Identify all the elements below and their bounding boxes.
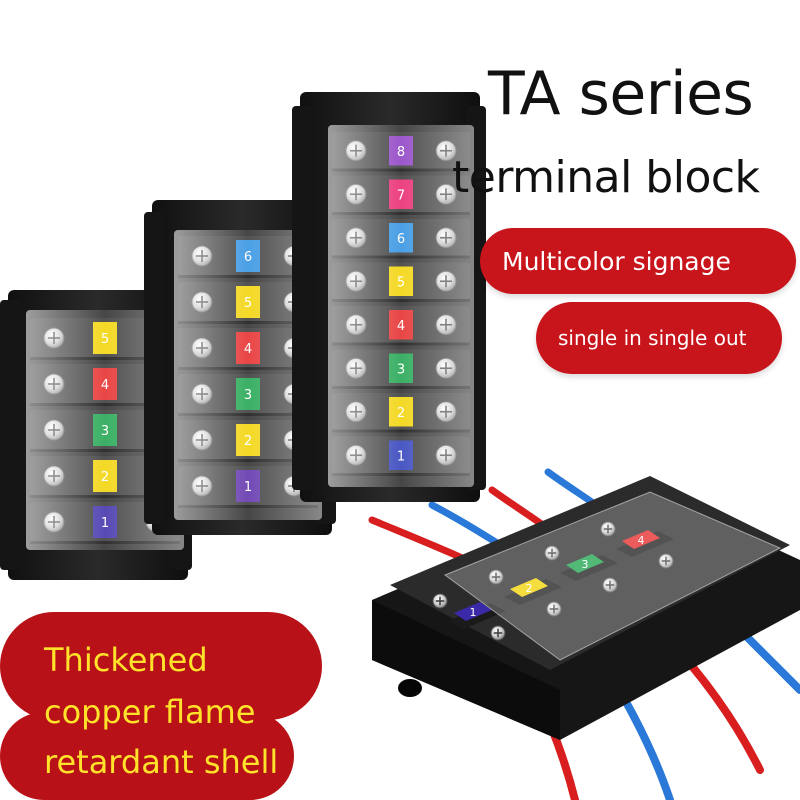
position-number: 3	[582, 558, 589, 571]
terminal-cell: 3	[544, 545, 618, 593]
color-tag	[454, 602, 492, 621]
screw-icon	[602, 577, 618, 593]
position-number: 1	[470, 606, 477, 619]
screw-icon	[658, 553, 674, 569]
screw-icon	[432, 593, 448, 609]
clear-cover-6	[174, 230, 322, 520]
headline-line-2: terminal block	[452, 152, 760, 203]
screw-icon	[490, 625, 506, 641]
color-tag	[622, 530, 660, 549]
terminal-cell: 4	[600, 521, 674, 569]
feature-line-1: Thickened	[44, 641, 208, 679]
color-tag	[566, 554, 604, 573]
signage-badge: Multicolor signage	[480, 228, 796, 294]
clear-cover-8	[328, 125, 474, 487]
feature-line-2: copper flame	[44, 693, 256, 731]
feature-banner-top	[0, 612, 322, 720]
headline-line-1: TA series	[488, 59, 754, 129]
screw-icon	[600, 521, 616, 537]
color-tag	[510, 578, 548, 597]
position-number: 4	[638, 534, 645, 547]
screw-icon	[546, 601, 562, 617]
terminal-cell: 2	[488, 569, 562, 617]
feature-line-3: retardant shell	[44, 743, 279, 781]
io-badge-label: single in single out	[558, 326, 747, 350]
screw-icon	[488, 569, 504, 585]
feature-banner-bottom	[0, 712, 294, 800]
io-badge: single in single out	[536, 302, 782, 374]
clear-cover-4	[443, 491, 782, 661]
screw-icon	[544, 545, 560, 561]
signage-badge-label: Multicolor signage	[502, 246, 731, 276]
position-number: 2	[526, 582, 533, 595]
